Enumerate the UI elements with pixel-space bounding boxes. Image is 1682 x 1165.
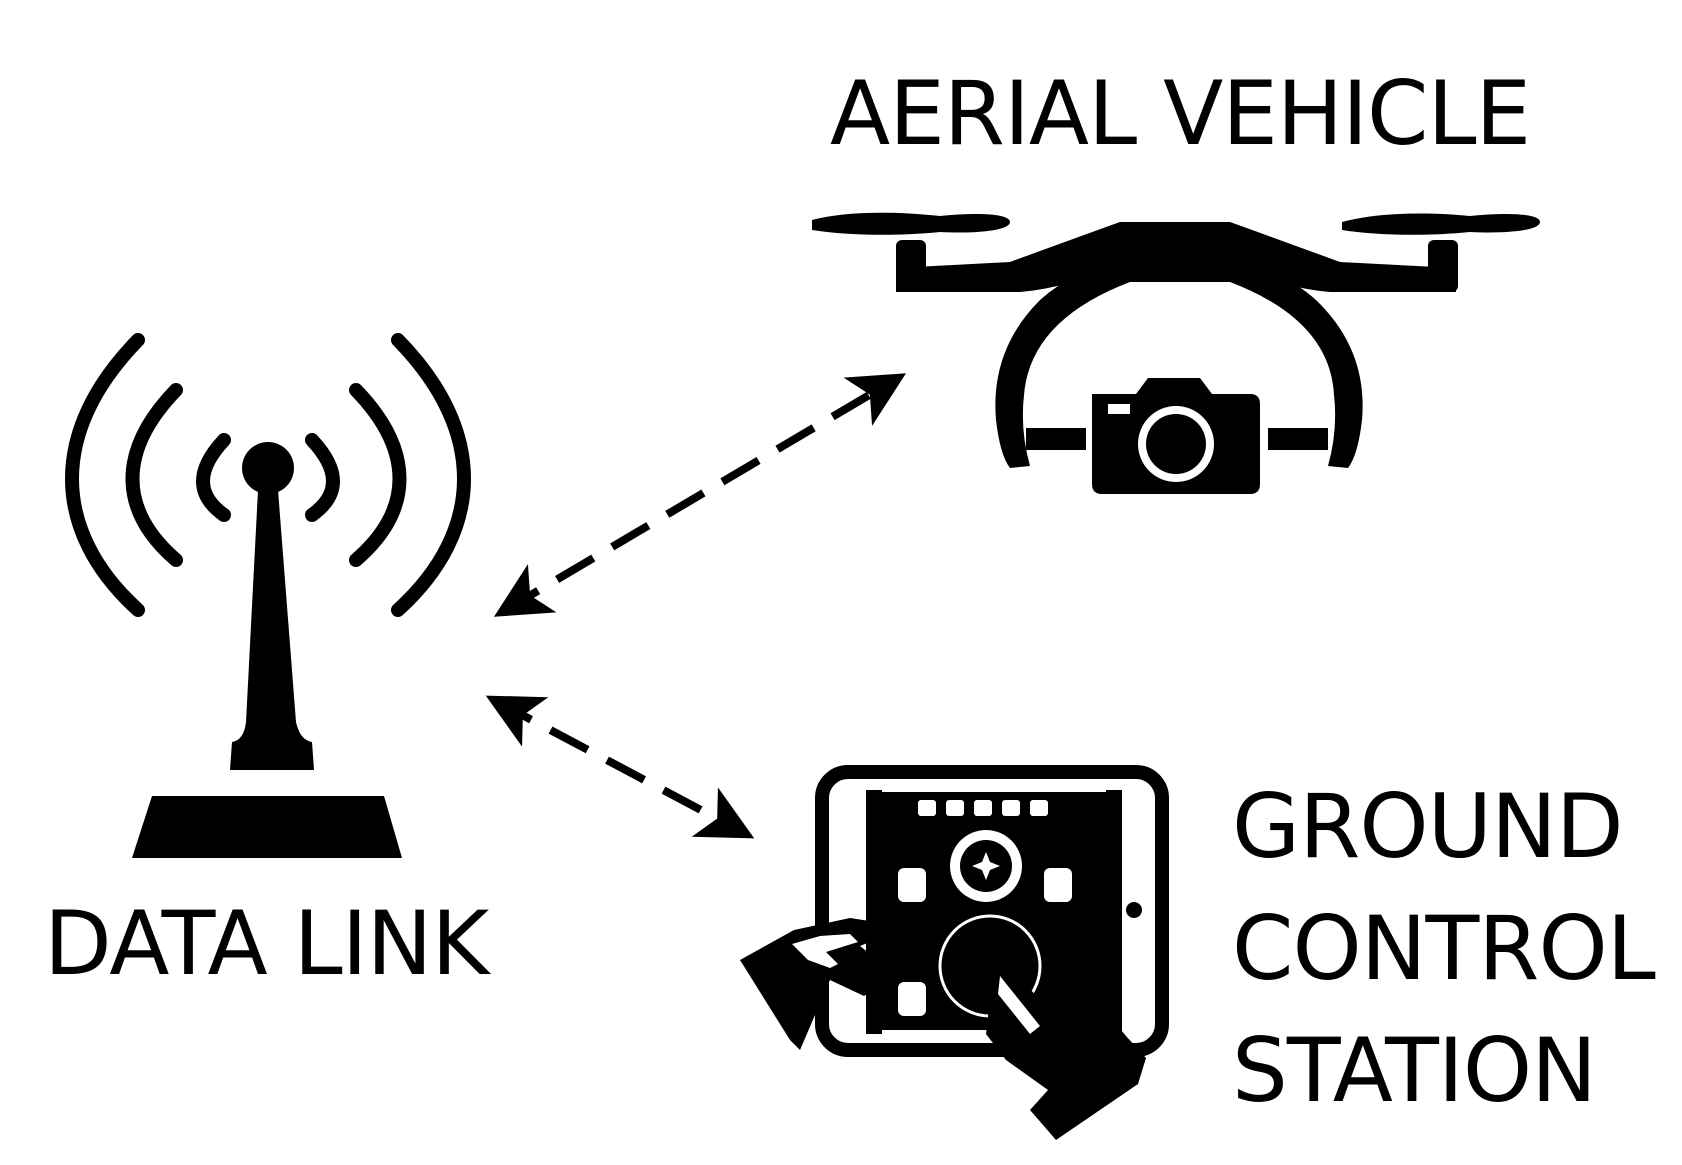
ground-control-line-1: GROUND xyxy=(1232,775,1624,878)
ground-control-station-label: GROUND CONTROL STATION xyxy=(1232,766,1656,1132)
tablet-controller-icon xyxy=(740,765,1169,1140)
ground-control-line-2: CONTROL xyxy=(1232,897,1656,1000)
drone-with-camera-icon xyxy=(812,212,1540,494)
ground-control-line-3: STATION xyxy=(1232,1019,1597,1122)
aerial-vehicle-label: AERIAL VEHICLE xyxy=(830,62,1531,165)
link-arrow-datalink-ground xyxy=(485,695,755,839)
link-arrow-datalink-aerial xyxy=(493,373,907,617)
radio-tower-icon xyxy=(65,333,471,858)
data-link-label: DATA LINK xyxy=(44,892,489,995)
